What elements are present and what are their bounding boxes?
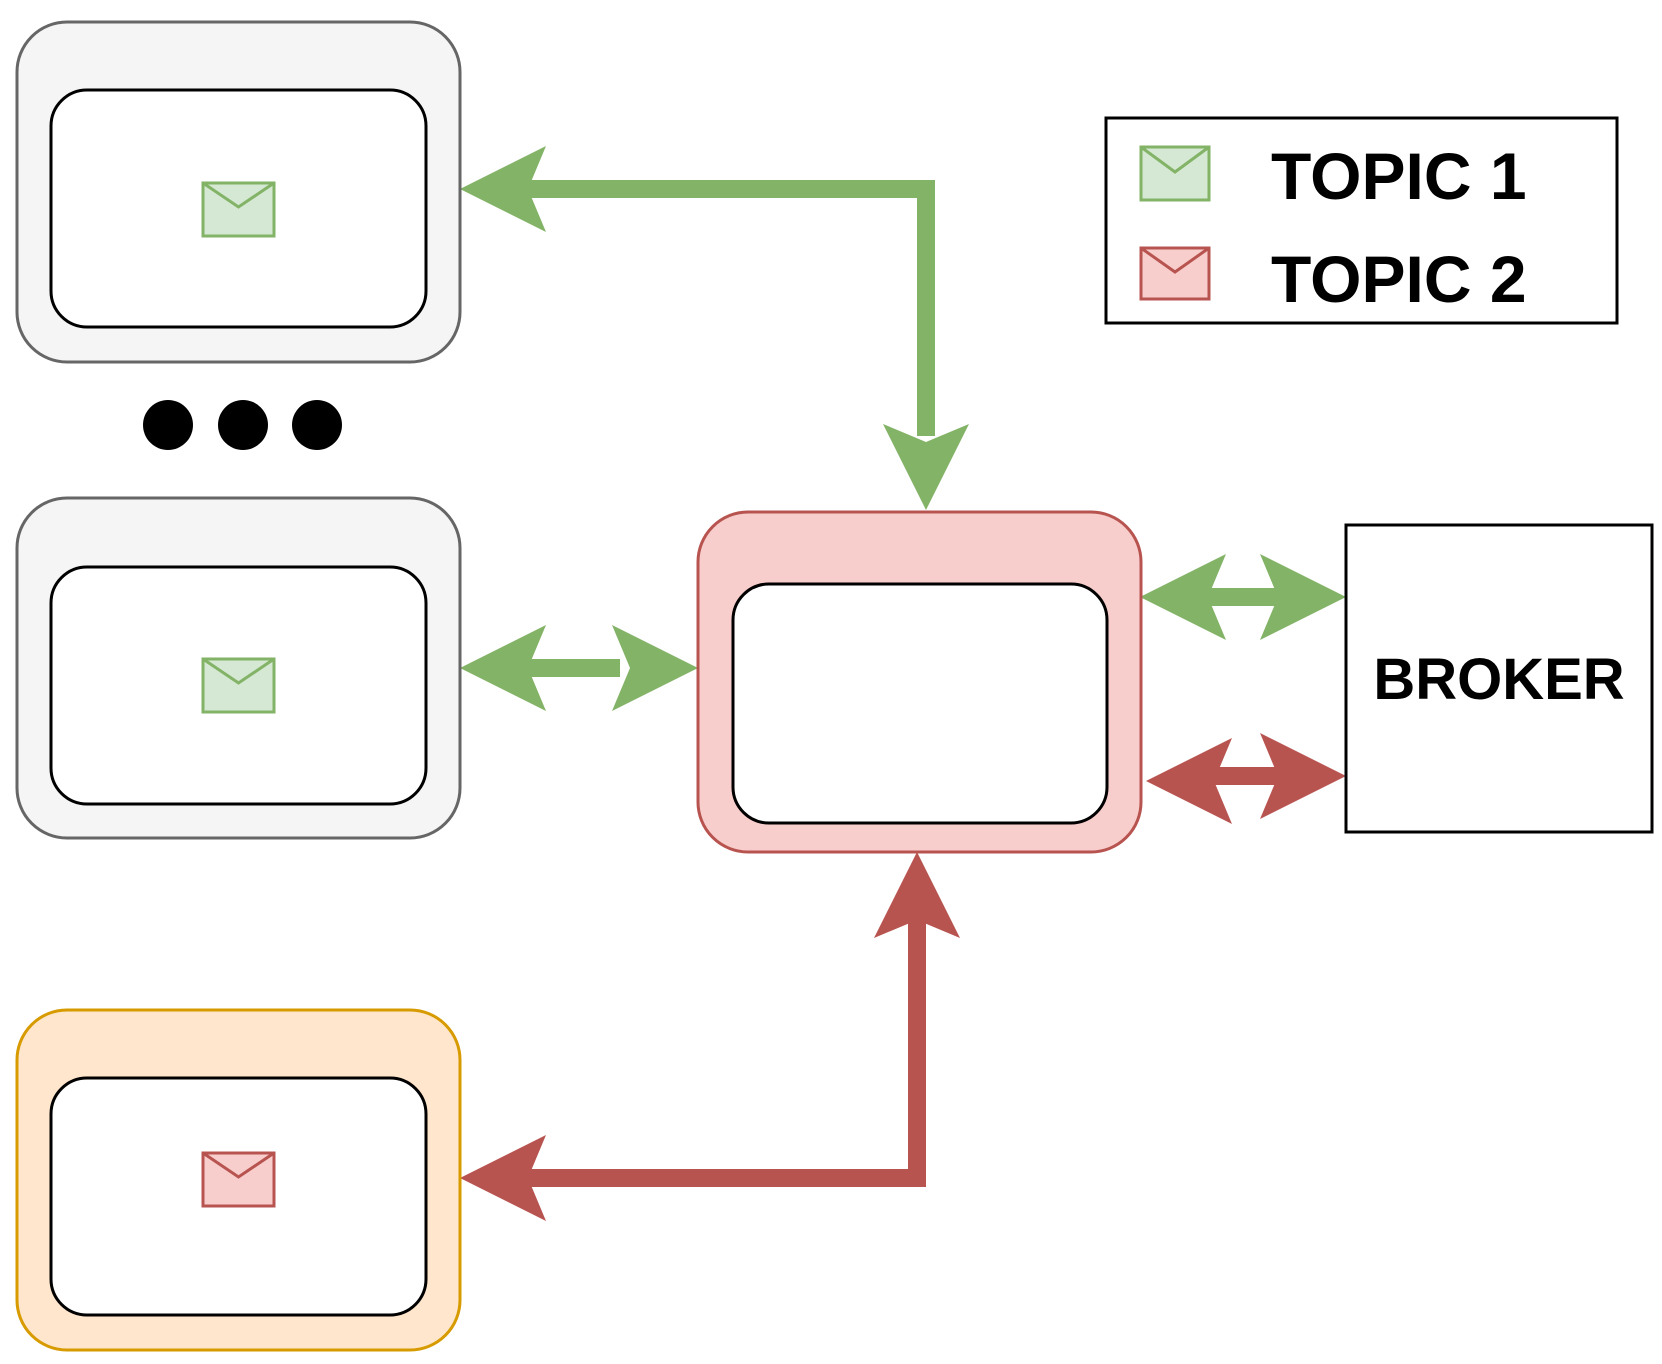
envelope-icon <box>201 1151 276 1208</box>
client-node-bottom <box>15 1008 462 1352</box>
legend-item-topic-1: TOPIC 1 <box>1139 139 1527 213</box>
center-node <box>696 510 1143 854</box>
topic2-arrow-broker <box>1146 733 1346 824</box>
topic2-arrow-bottom-client <box>460 852 960 1221</box>
client-node-top <box>15 20 462 364</box>
envelope-icon <box>201 181 276 238</box>
more-clients-ellipsis <box>143 400 342 450</box>
broker-label: BROKER <box>1373 647 1624 712</box>
legend-label-topic-1: TOPIC 1 <box>1271 139 1527 213</box>
topic1-arrow-middle-client <box>460 625 698 711</box>
envelope-icon <box>1139 145 1211 202</box>
legend-label-topic-2: TOPIC 2 <box>1271 242 1527 316</box>
legend: TOPIC 1 TOPIC 2 <box>1104 116 1619 325</box>
legend-item-topic-2: TOPIC 2 <box>1139 242 1527 316</box>
envelope-icon <box>201 657 276 714</box>
envelope-icon <box>1139 246 1211 301</box>
broker-node: BROKER <box>1344 523 1654 834</box>
client-node-middle <box>15 496 462 840</box>
topic1-arrow-broker <box>1140 554 1346 640</box>
topic1-arrow-top-client <box>460 146 969 510</box>
